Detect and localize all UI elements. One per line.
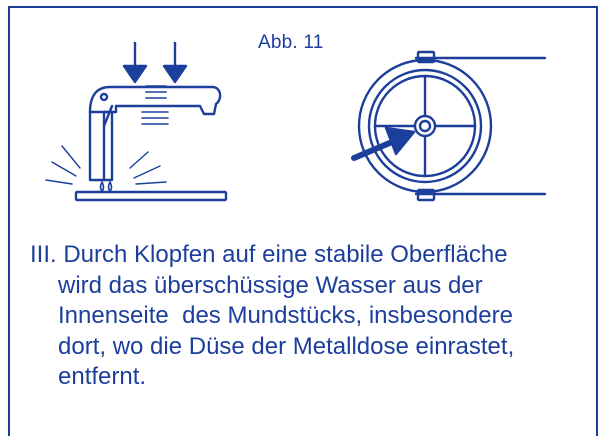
instruction-line-5: entfernt. <box>58 363 147 390</box>
instruction-line-1: III. Durch Klopfen auf eine stabile Ober… <box>30 241 508 268</box>
instruction-text: III. Durch Klopfen auf eine stabile Ober… <box>30 240 590 393</box>
down-arrow-icon <box>122 42 148 84</box>
tapping-mouthpiece-illustration <box>45 42 228 202</box>
figure-label: Abb. 11 <box>258 32 324 53</box>
down-arrow-icon <box>162 42 188 84</box>
mouthpiece-top-view-illustration <box>351 50 547 202</box>
pointer-arrow-icon <box>351 126 416 161</box>
instruction-line-4: dort, wo die Düse der Metalldose einrast… <box>58 332 515 360</box>
instruction-line-2: wird das überschüssige Wasser aus der <box>58 271 483 299</box>
figure-frame <box>8 6 598 436</box>
instruction-line-3: Innenseite des Mundstücks, insbesondere <box>58 302 513 329</box>
